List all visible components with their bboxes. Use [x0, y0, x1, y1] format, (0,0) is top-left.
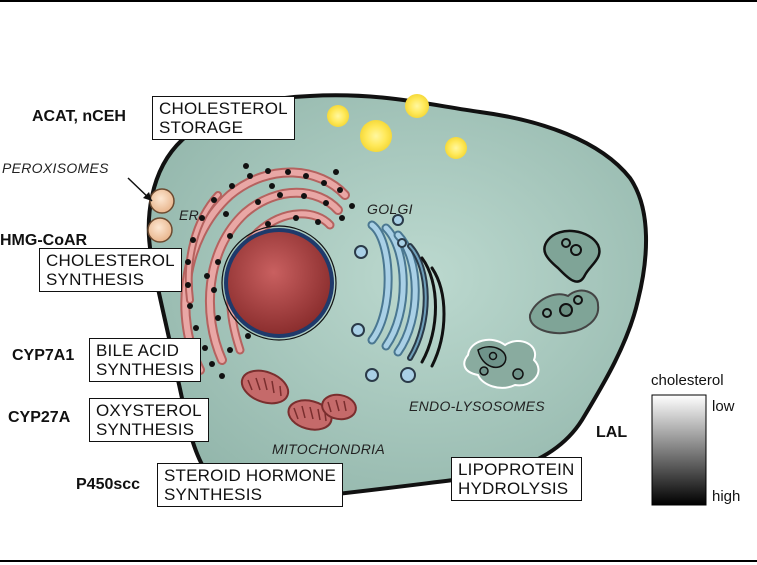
- legend-low-label: low: [712, 398, 735, 415]
- nuclear-envelope: [221, 225, 337, 341]
- box-cholesterol-storage: CHOLESTEROL STORAGE: [152, 96, 295, 140]
- golgi-vesicles: [351, 214, 416, 383]
- endo-lysosomes: [463, 229, 601, 389]
- label-er: ER: [179, 207, 200, 223]
- box-oxysterol-synthesis: OXYSTEROL SYNTHESIS: [89, 398, 209, 442]
- legend-high-label: high: [712, 488, 741, 505]
- peroxisome-arrow: [127, 177, 153, 202]
- label-mitochondria: MITOCHONDRIA: [272, 441, 386, 457]
- enzyme-acat-ncEH: ACAT, nCEH: [32, 108, 126, 125]
- peroxisomes: [147, 188, 175, 243]
- mitochondria: [240, 369, 357, 431]
- box-bile-acid-synthesis: BILE ACID SYNTHESIS: [89, 338, 202, 382]
- enzyme-lal: LAL: [596, 424, 628, 441]
- enzyme-cyp7a1: CYP7A1: [12, 347, 75, 364]
- lipid-droplets: [327, 94, 467, 159]
- label-golgi: GOLGI: [367, 201, 413, 217]
- enzyme-cyp27a: CYP27A: [8, 409, 71, 426]
- label-peroxisomes: PEROXISOMES: [2, 160, 109, 176]
- legend-gradient-bar: [651, 394, 707, 506]
- label-endo-lysosomes: ENDO-LYSOSOMES: [409, 398, 545, 414]
- box-lipoprotein-hydrolysis: LIPOPROTEIN HYDROLYSIS: [451, 457, 582, 501]
- enzyme-p450scc: P450scc: [76, 476, 141, 493]
- enzyme-hmg-coar: HMG-CoAR: [0, 232, 88, 249]
- box-steroid-hormone-synthesis: STEROID HORMONE SYNTHESIS: [157, 463, 344, 507]
- nucleus: [224, 228, 334, 338]
- box-cholesterol-synthesis: CHOLESTEROL SYNTHESIS: [39, 248, 182, 292]
- legend-title: cholesterol: [651, 372, 724, 389]
